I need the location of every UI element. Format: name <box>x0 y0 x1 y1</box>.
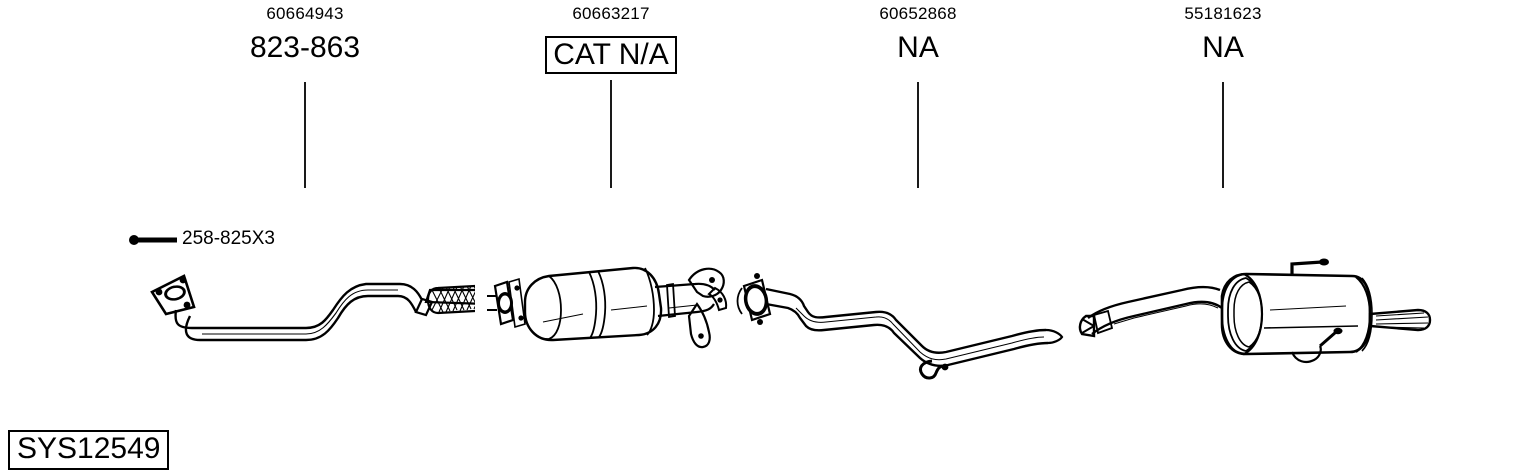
callout-front-pipe: 60664943 823-863 <box>205 4 405 66</box>
part-name-label: 823-863 <box>249 31 361 64</box>
part-name-label: CAT N/A <box>545 36 677 74</box>
part-number-label: 60663217 <box>572 4 650 23</box>
hardware-label: 258-825X3 <box>182 228 275 249</box>
part-number-label: 60652868 <box>879 4 957 23</box>
leader-line-centre-pipe <box>917 82 919 188</box>
callout-rear-silencer: 55181623 NA <box>1123 4 1323 66</box>
callout-centre-pipe: 60652868 NA <box>818 4 1018 66</box>
system-id-box: SYS12549 <box>8 430 170 470</box>
bolt-icon <box>129 235 177 245</box>
centre-exhaust-pipe-illustration <box>736 273 1064 380</box>
part-number-label: 55181623 <box>1184 4 1262 23</box>
leader-line-catalytic-converter <box>610 80 612 188</box>
catalytic-converter-illustration <box>487 266 728 349</box>
rear-silencer-illustration <box>1078 258 1432 363</box>
part-number-label: 60664943 <box>266 4 344 23</box>
front-exhaust-pipe-illustration <box>150 274 475 342</box>
leader-line-rear-silencer <box>1222 82 1224 188</box>
part-name-label: NA <box>897 31 939 64</box>
callout-catalytic-converter: 60663217 CAT N/A <box>511 4 711 74</box>
leader-line-front-pipe <box>304 82 306 188</box>
part-name-label: NA <box>1202 31 1244 64</box>
